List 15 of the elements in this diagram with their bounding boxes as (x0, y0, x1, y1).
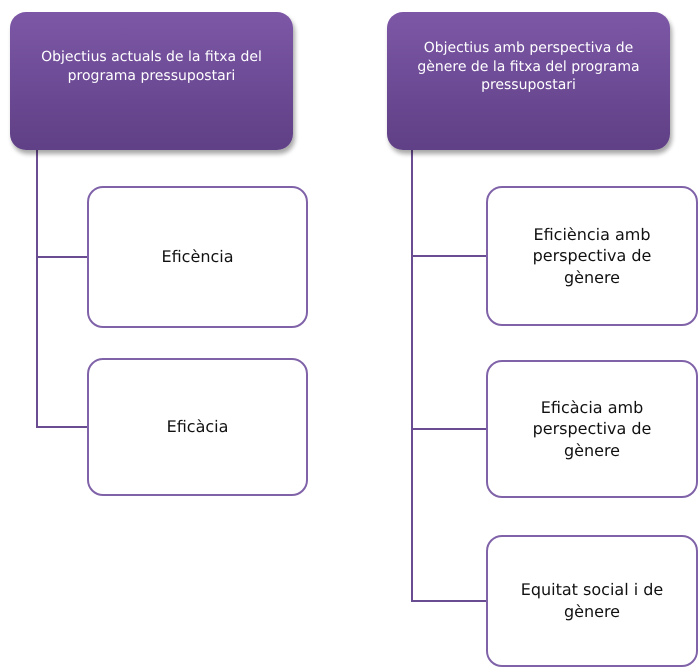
box-label: Eficàcia amb perspectiva de gènere (532, 396, 652, 462)
item-box (87, 186, 308, 328)
box-label: Objectius actuals de la fitxa del programa pressupostari (40, 48, 263, 86)
item-box (486, 186, 698, 326)
item-box (486, 360, 698, 498)
box-label: Equitat social i de gènere (520, 579, 664, 623)
box-label: Eficència (161, 246, 234, 268)
box-label: Objectius amb perspectiva de gènere de la fitxa del programa pressupostari (416, 38, 641, 96)
item-box (486, 535, 698, 667)
header-box (387, 12, 670, 150)
box-label: Eficàcia (166, 416, 228, 438)
connector-line (36, 150, 87, 428)
header-box (10, 12, 293, 150)
item-box (87, 358, 308, 496)
box-label: Eficiència amb perspectiva de gènere (532, 224, 652, 288)
